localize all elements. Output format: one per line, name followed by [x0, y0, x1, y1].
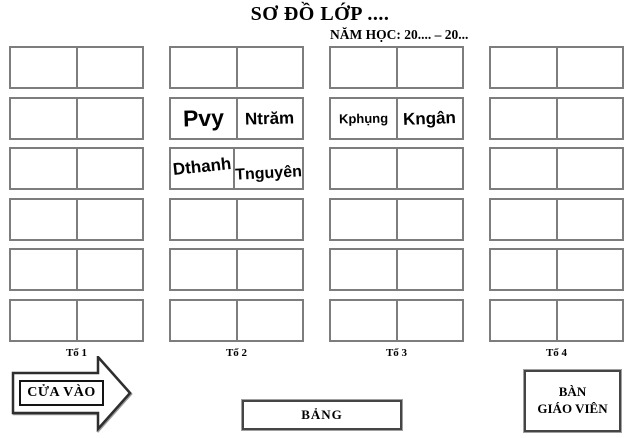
student-name: Kngân [402, 107, 457, 129]
seat [555, 98, 623, 138]
seat [491, 200, 556, 239]
desk-group1-row1 [9, 46, 144, 89]
teacher-desk-line2: GIÁO VIÊN [537, 401, 608, 416]
desk-group2-row4 [169, 197, 304, 241]
desk-group2-row2: Pvy Ntrăm [169, 96, 304, 140]
seat [235, 300, 303, 340]
seat [555, 149, 623, 188]
board-box: BẢNG [242, 400, 402, 430]
entrance-arrow: CỬA VÀO [11, 356, 133, 432]
seat [171, 200, 236, 239]
teacher-desk-line1: BÀN [558, 384, 587, 400]
desk-group4-row1 [489, 46, 624, 89]
seat [491, 250, 556, 289]
student-name: Tnguyên [235, 162, 303, 184]
desk-group3-row5 [329, 248, 464, 291]
seat: Dthanh [171, 149, 233, 188]
seat [491, 48, 556, 87]
seat [331, 301, 396, 340]
desk-group1-row3 [9, 147, 144, 190]
group-label: Tổ 3 [385, 347, 408, 359]
seat [555, 199, 623, 239]
school-year-label: NĂM HỌC: 20.... – 20... [330, 27, 469, 42]
student-name: Kphụng [338, 110, 388, 126]
seat [491, 149, 556, 188]
seat [395, 300, 463, 340]
desk-group3-row4 [329, 197, 464, 241]
entrance-label: CỬA VÀO [19, 380, 104, 406]
seat [171, 48, 236, 87]
seat [395, 250, 463, 289]
seat [11, 149, 76, 188]
desk-group2-row1 [169, 46, 304, 89]
desk-group3-row2: Kphụng Kngân [329, 96, 464, 140]
desk-group4-row2 [489, 96, 624, 140]
desk-group1-row5 [9, 248, 144, 291]
seat [395, 149, 463, 188]
seat [171, 250, 236, 289]
board-label: BẢNG [301, 407, 343, 422]
desk-group3-row6 [329, 298, 464, 342]
desk-group2-row6 [169, 298, 304, 342]
seat [11, 99, 76, 138]
page-title: SƠ ĐỒ LỚP .... [250, 3, 390, 25]
seat [75, 300, 143, 340]
seat [491, 301, 556, 340]
student-name: Pvy [182, 103, 225, 132]
seat [331, 200, 396, 239]
seat [75, 48, 143, 87]
seat [331, 48, 396, 87]
seat [11, 200, 76, 239]
group-label: Tổ 2 [225, 347, 248, 359]
desk-group1-row2 [9, 96, 144, 140]
seat [75, 199, 143, 239]
seat: Tnguyên [233, 149, 303, 188]
group-label: Tổ 1 [65, 347, 88, 359]
seat [75, 98, 143, 138]
desk-group3-row3 [329, 147, 464, 190]
seat [75, 250, 143, 289]
desk-group4-row6 [489, 298, 624, 342]
group-label: Tổ 4 [545, 347, 568, 359]
desk-group4-row3 [489, 147, 624, 190]
seat [235, 48, 303, 87]
desk-group2-row5 [169, 248, 304, 291]
seat [555, 300, 623, 340]
seat [11, 48, 76, 87]
desk-group4-row5 [489, 248, 624, 291]
seat [331, 250, 396, 289]
seat [11, 301, 76, 340]
seat [171, 301, 236, 340]
seat [75, 149, 143, 188]
desk-group3-row1 [329, 46, 464, 89]
desk-group1-row6 [9, 298, 144, 342]
seat [11, 250, 76, 289]
seat [235, 250, 303, 289]
seat [491, 99, 556, 138]
desk-group4-row4 [489, 197, 624, 241]
seat [331, 149, 396, 188]
seat [555, 48, 623, 87]
seat [395, 48, 463, 87]
seat: Kngân [395, 98, 463, 138]
seat [235, 199, 303, 239]
student-name: Ntrăm [244, 107, 295, 129]
seat [555, 250, 623, 289]
group-labels: Tổ 1 Tổ 2 Tổ 3 Tổ 4 [9, 347, 624, 359]
seat: Pvy [171, 99, 236, 138]
student-name: Dthanh [171, 154, 233, 180]
desk-group1-row4 [9, 197, 144, 241]
seat: Kphụng [331, 99, 396, 138]
seat [395, 199, 463, 239]
seat: Ntrăm [235, 98, 303, 138]
teacher-desk-box: BÀN GIÁO VIÊN [524, 370, 621, 432]
